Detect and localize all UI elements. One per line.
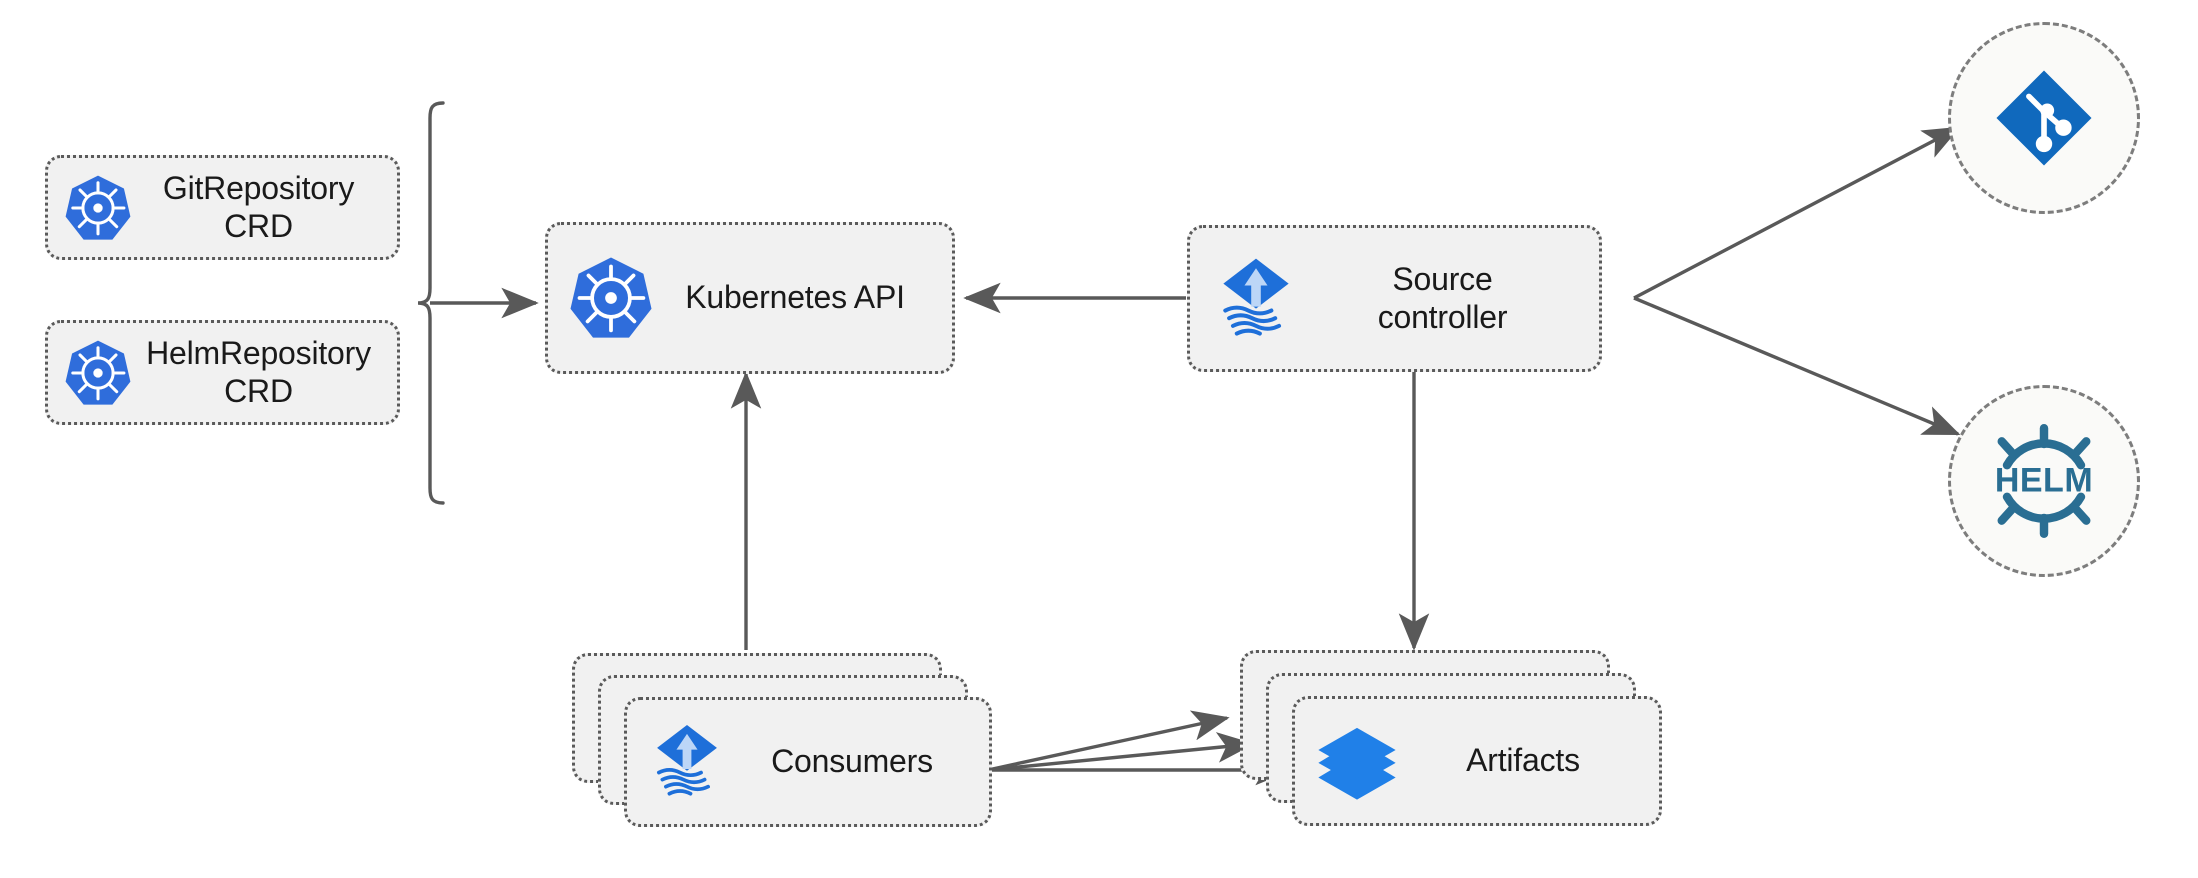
flux-icon xyxy=(1208,251,1304,347)
node-kubernetes-api[interactable]: Kubernetes API xyxy=(545,222,955,374)
edge-source-controller-to-helm xyxy=(1633,296,1961,436)
node-label-source-controller: Source controller xyxy=(1377,260,1508,335)
node-artifacts[interactable]: Artifacts xyxy=(1292,696,1662,826)
node-label-helm-repository-crd: HelmRepository CRD xyxy=(146,334,371,409)
node-consumers[interactable]: Consumers xyxy=(624,697,992,827)
kubernetes-icon xyxy=(62,337,134,409)
node-helm-source[interactable]: HELM xyxy=(1948,385,2140,577)
edge-consumers-to-artifacts-2 xyxy=(987,732,1255,772)
node-label-git-repository-crd: GitRepository CRD xyxy=(162,169,355,244)
node-helm-repository-crd[interactable]: HelmRepository CRD xyxy=(45,320,400,425)
kubernetes-icon xyxy=(62,172,134,244)
node-label-consumers: Consumers xyxy=(771,743,933,780)
node-git-repository-crd[interactable]: GitRepository CRD xyxy=(45,155,400,260)
layers-icon xyxy=(1311,715,1403,807)
crd-group-bracket xyxy=(417,101,445,505)
helm-icon: HELM xyxy=(1978,415,2110,547)
flux-icon xyxy=(643,718,731,806)
node-source-controller[interactable]: Source controller xyxy=(1187,225,1602,372)
git-icon xyxy=(1990,64,2098,172)
node-label-artifacts: Artifacts xyxy=(1466,742,1580,779)
node-label-kubernetes-api: Kubernetes API xyxy=(685,279,905,316)
edge-source-controller-to-git xyxy=(1633,126,1961,300)
edge-consumers-to-artifacts-1 xyxy=(987,710,1230,772)
node-git-source[interactable] xyxy=(1948,22,2140,214)
kubernetes-icon xyxy=(566,253,656,343)
helm-label: HELM xyxy=(1994,461,2094,500)
